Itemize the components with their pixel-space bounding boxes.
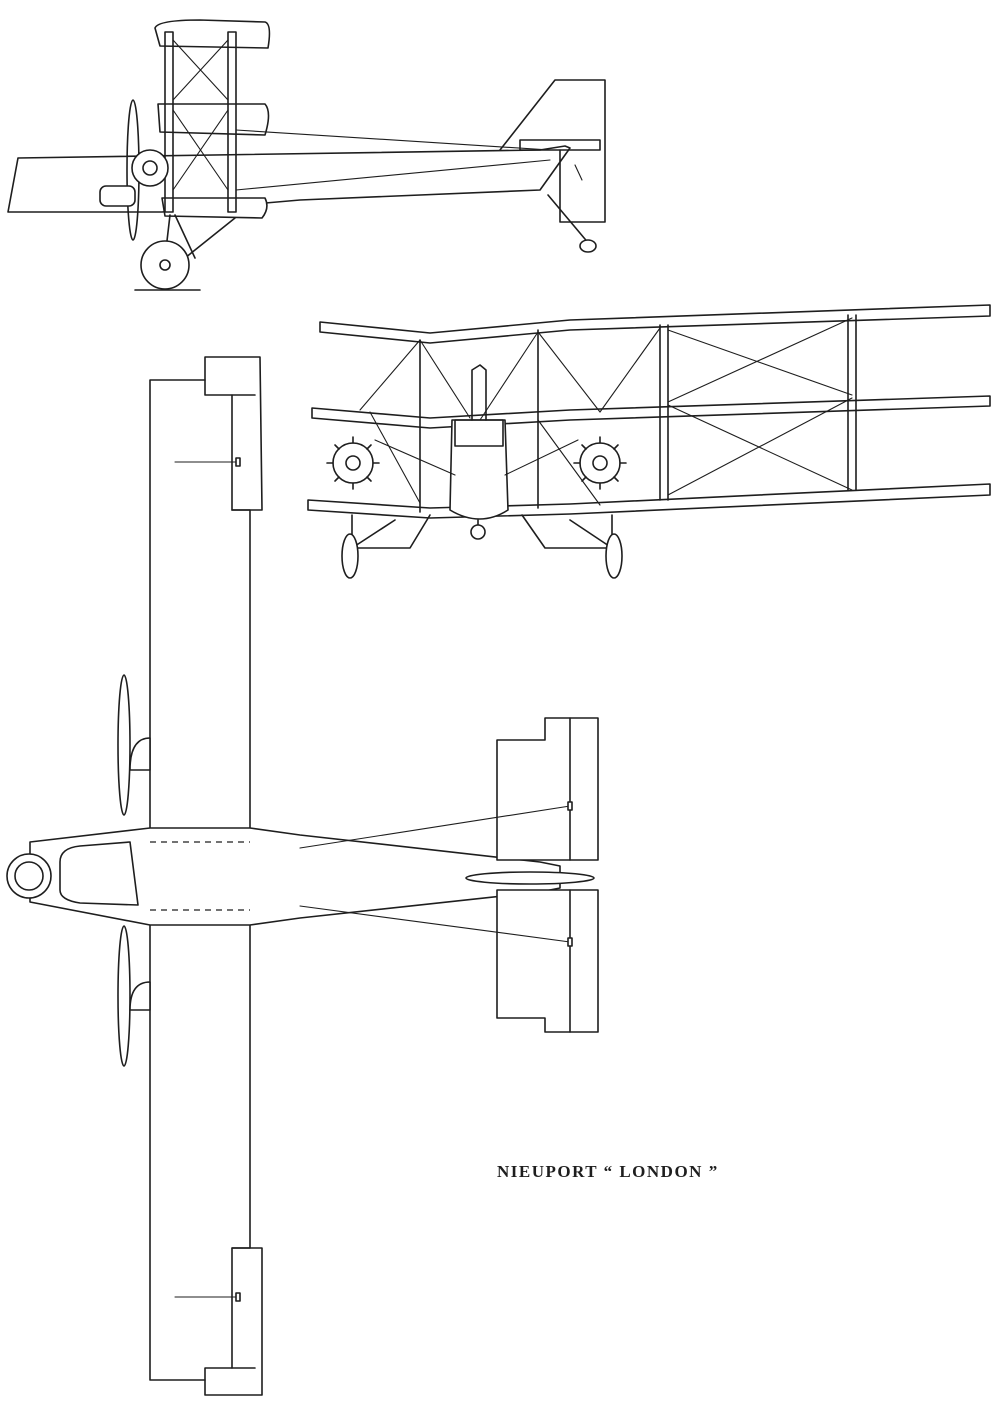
front-right-wheel xyxy=(605,533,623,579)
side-engine xyxy=(131,149,169,187)
side-tailskid-foot xyxy=(579,239,597,253)
front-fuselage xyxy=(449,419,509,520)
front-lower-wing xyxy=(307,483,991,519)
side-strut-front xyxy=(164,31,174,213)
plan-view xyxy=(6,356,599,1396)
side-elevator xyxy=(519,139,601,151)
side-upper-wing xyxy=(154,19,271,49)
front-view xyxy=(307,304,991,579)
side-middle-wing xyxy=(157,103,270,136)
front-undercarriage xyxy=(351,514,613,549)
side-strut-rear xyxy=(227,31,237,213)
front-upper-wing xyxy=(319,304,991,344)
plan-upper-aileron xyxy=(204,356,263,511)
plan-cockpit xyxy=(59,841,139,906)
side-tailskid xyxy=(547,194,591,246)
plan-lower-engine xyxy=(129,981,151,1011)
plan-upper-propeller xyxy=(117,674,131,816)
front-middle-wing xyxy=(311,395,991,429)
drawing-caption: NIEUPORT “ LONDON ” xyxy=(497,1162,719,1181)
front-interplane-struts xyxy=(419,314,857,513)
side-exhaust xyxy=(99,185,136,207)
plan-lower-aileron xyxy=(204,1247,263,1396)
plan-upper-engine xyxy=(129,737,151,771)
side-view xyxy=(7,19,606,291)
side-fuselage xyxy=(7,145,571,213)
plan-fuselage xyxy=(29,827,561,926)
front-bracing-wires xyxy=(359,317,853,506)
plan-lower-propeller xyxy=(117,925,131,1067)
plan-nose-ring xyxy=(6,853,52,899)
side-wheel xyxy=(140,240,190,290)
front-right-engine xyxy=(573,436,627,490)
side-lower-wing xyxy=(161,197,268,219)
front-left-engine xyxy=(326,436,380,490)
side-bracing-wires xyxy=(172,39,229,191)
plan-tailplane xyxy=(496,717,599,861)
plan-tail-bracing xyxy=(299,805,571,943)
front-left-wheel xyxy=(341,533,359,579)
plan-rudder xyxy=(465,871,595,885)
